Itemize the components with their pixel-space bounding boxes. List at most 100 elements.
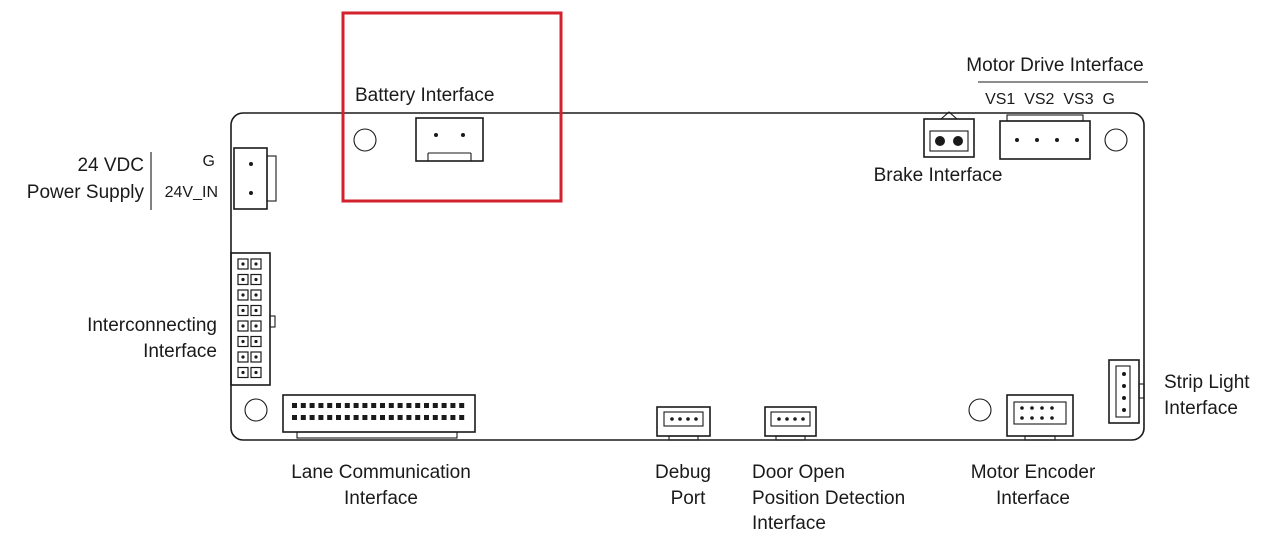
lane-pin [300,403,306,408]
lane-pin [292,403,297,408]
lane-pin [380,403,385,408]
lane-pin [424,403,429,408]
debug-port-connector [656,406,711,441]
lane-pin [336,403,341,408]
door-position-connector [764,406,817,441]
lane-pin [388,415,394,420]
interconnect-pin [250,320,262,332]
motor-encoder-label-line1: Motor Encoder [971,462,1096,483]
interconnect-pin-dot [241,339,245,344]
interconnect-pin-dot [241,293,245,297]
debug-port-label-line1: Debug [655,462,711,483]
lane-pin [292,415,297,420]
lane-pin [371,403,377,408]
interconnect-pin-dot [241,370,245,375]
door-position-label-line2: Position Detection [752,488,905,509]
lane-pin [415,403,421,408]
lane-pin [344,403,350,408]
battery-connector [415,117,484,162]
lane-pin [380,415,385,420]
motor-encoder-connector [1006,394,1074,441]
lane-pin [362,403,368,408]
lane-pin [309,403,315,408]
lane-communication-connector [282,394,476,439]
lane-communication-label-line1: Lane Communication [291,462,471,483]
mounting-hole-top-right [1104,128,1128,152]
lane-communication-label-line2: Interface [344,488,418,509]
lane-pin [432,403,438,408]
strip-light-label-line1: Strip Light [1164,372,1250,393]
interconnect-pin [250,289,262,301]
interconnect-pin [237,258,249,270]
lane-pin [353,415,359,420]
interconnect-pin-dot [254,293,258,297]
mounting-hole-bottom-right [968,398,992,422]
door-position-label-line3: Interface [752,513,826,534]
interconnect-pin [250,304,262,317]
door-position-label-line1: Door Open [752,462,845,483]
lane-pin [450,415,456,420]
interconnect-pin [250,335,262,348]
power-supply-label-line2: Power Supply [27,182,145,203]
interconnect-pin-dot [254,339,258,344]
brake-interface-label: Brake Interface [874,165,1003,186]
lane-pin [318,415,324,420]
motor-drive-connector [999,114,1091,160]
interconnect-pin [237,289,249,301]
interconnect-pin-dot [254,308,258,313]
lane-pin [450,403,456,408]
mounting-hole-bottom-left [244,398,268,422]
strip-light-connector [1108,359,1145,424]
interconnect-label-line1: Interconnecting [87,315,217,336]
lane-pin [353,403,359,408]
lane-pin [397,403,403,408]
interconnect-pin-dot [254,355,258,359]
power-pin-g-label: G [203,153,215,170]
interconnect-pin [237,335,249,348]
lane-pin [459,415,465,420]
lane-pin [459,403,465,408]
interconnect-pin [250,258,262,270]
lane-pin [300,415,306,420]
lane-pin [362,415,368,420]
lane-pin [441,403,447,408]
mounting-hole-top-left [353,128,377,152]
circuit-board [230,112,1145,441]
strip-light-label-line2: Interface [1164,398,1238,419]
lane-pin [415,415,421,420]
lane-pin [336,415,341,420]
battery-highlight-box [341,11,563,203]
lane-pin [318,403,324,408]
motor-encoder-label-line2: Interface [996,488,1070,509]
interconnect-pin [250,351,262,363]
interconnect-pin-dot [241,262,245,266]
lane-pin [397,415,403,420]
interconnect-label-line2: Interface [143,341,217,362]
interconnect-pin-dot [254,277,258,282]
lane-pin [424,415,429,420]
interconnect-pin [237,366,249,379]
battery-interface-label: Battery Interface [355,85,494,106]
interconnect-pin-dot [254,324,258,328]
lane-pin [344,415,350,420]
interconnect-pin [250,366,262,379]
interconnect-connector [230,252,276,386]
debug-port-label-line2: Port [671,488,707,509]
interconnect-pin [237,273,249,286]
interconnect-pin [237,351,249,363]
lane-pin [388,403,394,408]
interconnect-pin [237,320,249,332]
lane-pin [327,415,333,420]
interconnect-pin-dot [241,277,245,282]
power-supply-connector [233,147,277,210]
interconnect-pin-dot [254,370,258,375]
interconnect-pin-dot [254,262,258,266]
lane-pin [406,415,412,420]
interconnect-pin [250,273,262,286]
lane-pin [309,415,315,420]
motor-drive-label: Motor Drive Interface [966,55,1143,76]
interconnect-pin [237,304,249,317]
interconnect-pin-dot [241,355,245,359]
lane-pin [441,415,447,420]
